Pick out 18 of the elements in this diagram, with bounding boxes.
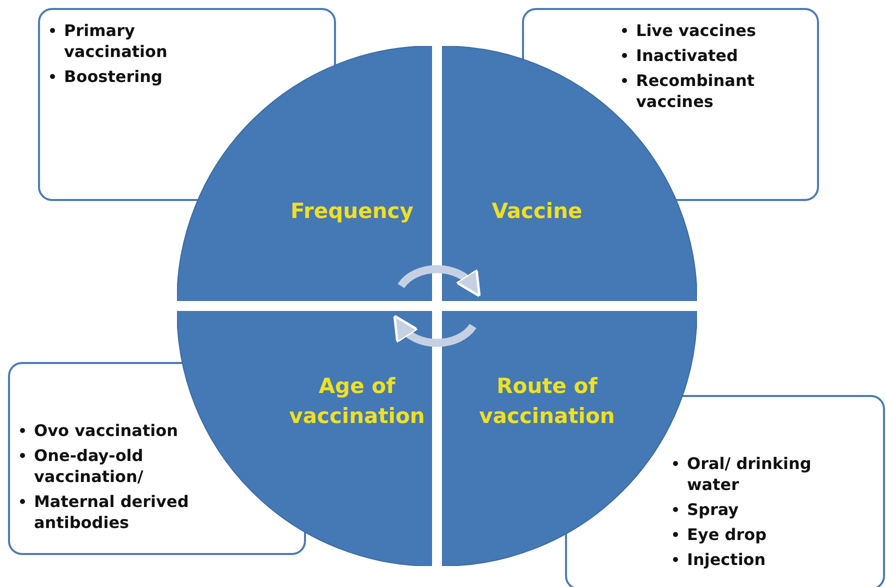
bullet-text: One-day-old vaccination/	[34, 446, 144, 486]
cycle-arrow	[398, 265, 482, 297]
quadrant-title: Vaccine	[490, 198, 584, 225]
bullet-text: Maternal derived antibodies	[34, 492, 189, 532]
bullet-text: Injection	[687, 550, 766, 569]
quadrant-title: Route of vaccination	[478, 373, 616, 430]
quadrant-title: Age of vaccination	[288, 373, 426, 430]
bullet-text: Eye drop	[687, 525, 767, 544]
bullet-text: Recombinant vaccines	[636, 71, 754, 111]
bullet-text: Spray	[687, 500, 739, 519]
bullet-text: Live vaccines	[636, 21, 756, 40]
quadrant-title: Frequency	[290, 198, 414, 225]
bullet-text: Ovo vaccination	[34, 421, 178, 440]
bullet-text: Boostering	[64, 67, 162, 86]
bullet-text: Inactivated	[636, 46, 738, 65]
bullet-text: Oral/ drinking water	[687, 454, 812, 494]
bullet-text: Primary vaccination	[64, 21, 168, 61]
cycle-arrow	[392, 315, 476, 347]
